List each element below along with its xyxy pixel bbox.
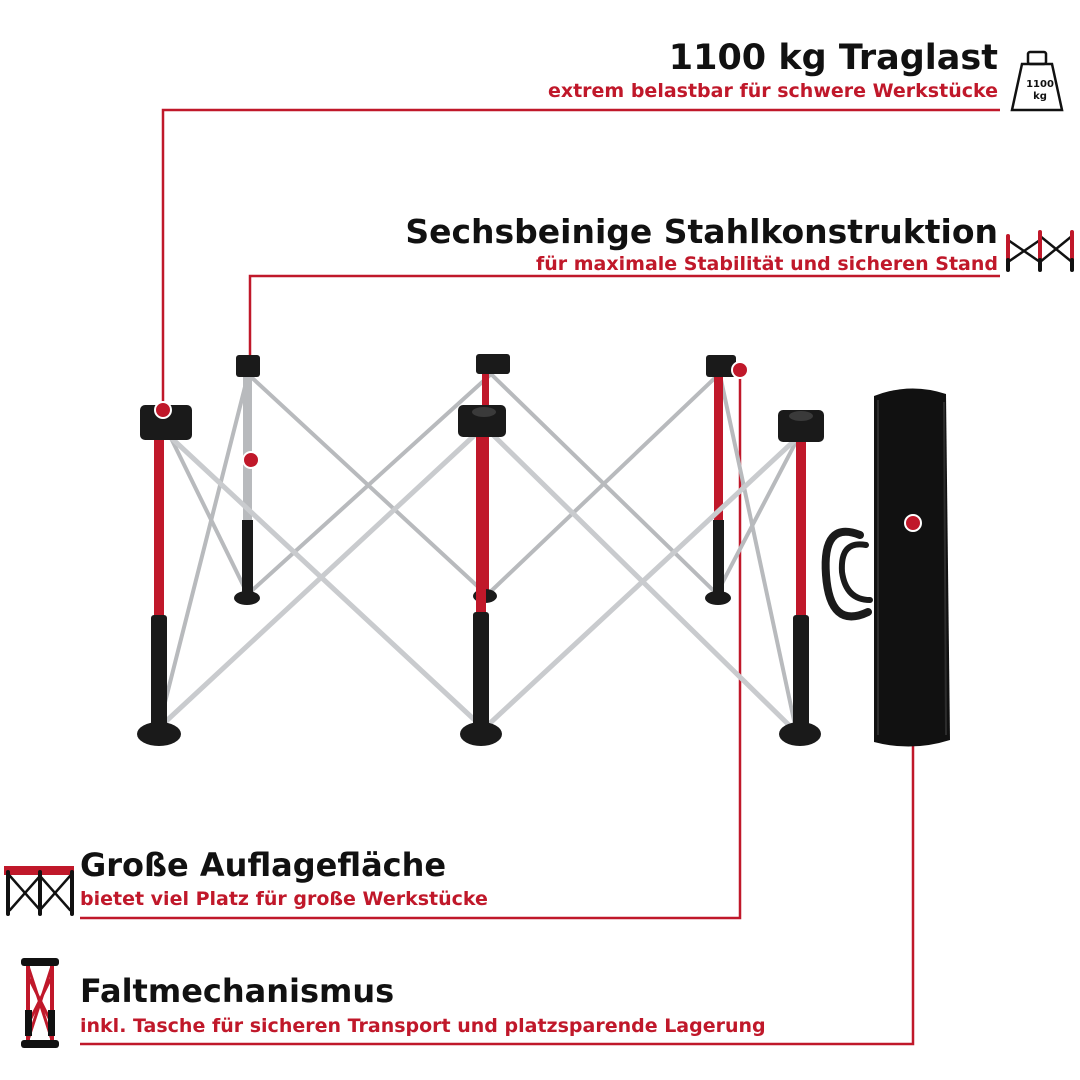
front-legs xyxy=(137,405,824,746)
weight-icon-unit: kg xyxy=(1033,91,1047,102)
weight-icon xyxy=(1010,50,1064,112)
callout-dots xyxy=(154,361,922,532)
feature-subtitle: inkl. Tasche für sicheren Transport und … xyxy=(80,1015,766,1037)
folded-frame-icon xyxy=(21,958,59,1048)
feature-steel-construction: Sechsbeinige Stahlkonstruktion für maxim… xyxy=(405,212,998,276)
feature-title: Große Auflagefläche xyxy=(80,846,447,884)
feature-title: Sechsbeinige Stahlkonstruktion xyxy=(405,212,998,251)
feature-subtitle: für maximale Stabilität und sicheren Sta… xyxy=(535,253,998,275)
weight-icon-label: 1100 kg xyxy=(1010,79,1070,103)
feature-title: Faltmechanismus xyxy=(80,972,395,1010)
feature-subtitle: bietet viel Platz für große Werkstücke xyxy=(80,888,488,910)
callout-dot-load xyxy=(154,401,172,419)
workbench-icon xyxy=(4,866,74,916)
carry-bag xyxy=(821,388,950,747)
front-braces xyxy=(159,429,798,731)
callout-dot-surface xyxy=(731,361,749,379)
weight-icon-value: 1100 xyxy=(1026,79,1054,90)
callout-line-load xyxy=(161,108,1000,410)
x-frame-icon xyxy=(1006,230,1074,272)
feature-folding-mechanism: Faltmechanismus inkl. Tasche für sichere… xyxy=(80,970,766,1040)
feature-subtitle: extrem belastbar für schwere Werkstücke xyxy=(547,80,998,102)
callout-line-fold xyxy=(80,523,915,1046)
feature-load-capacity: 1100 kg Traglast extrem belastbar für sc… xyxy=(548,38,998,104)
feature-large-surface: Große Auflagefläche bietet viel Platz fü… xyxy=(80,845,488,913)
callout-dot-fold xyxy=(904,514,922,532)
feature-title: 1100 kg Traglast xyxy=(668,38,998,78)
callout-dot-steel xyxy=(242,451,260,469)
